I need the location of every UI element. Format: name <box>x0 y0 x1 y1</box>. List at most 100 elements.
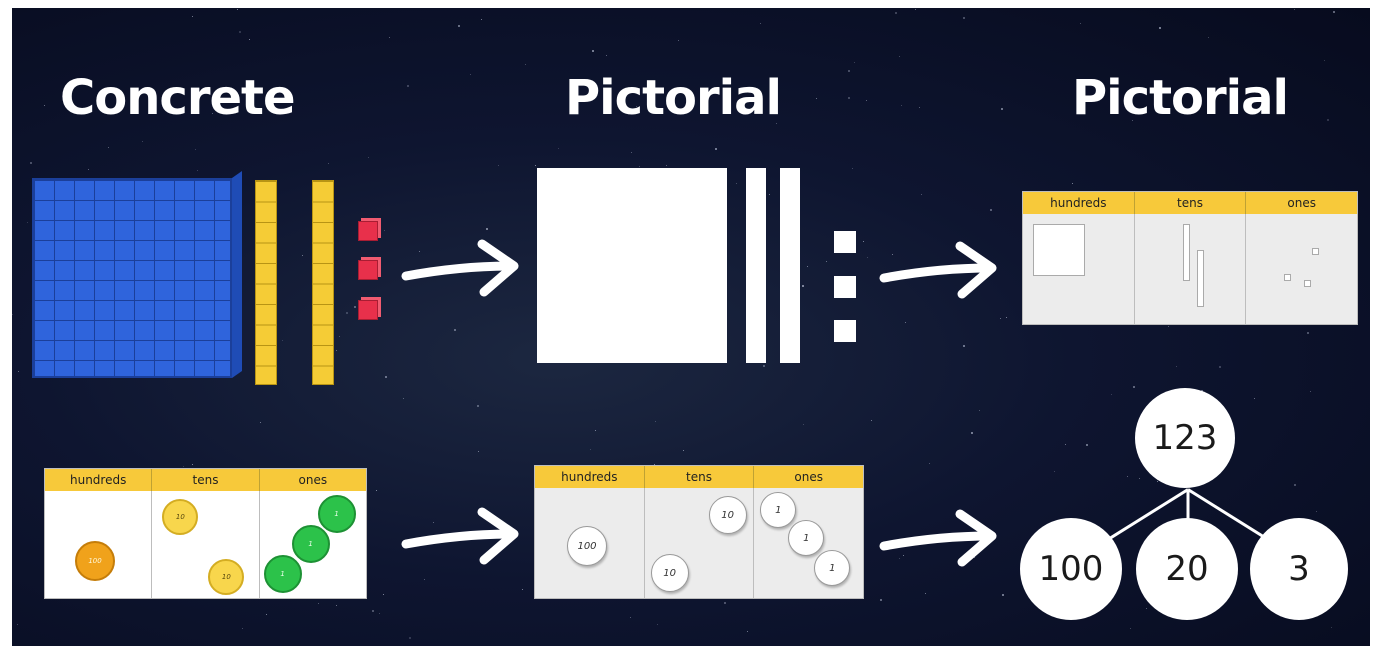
star-dot <box>1065 444 1066 445</box>
star-dot <box>899 558 900 559</box>
cell-tens: 10 10 <box>152 491 260 598</box>
drawn-ten-bar <box>1182 224 1190 281</box>
star-dot <box>763 365 765 367</box>
star-dot <box>848 70 850 72</box>
star-dot <box>30 162 32 164</box>
star-dot <box>1127 476 1128 477</box>
star-dot <box>339 336 340 337</box>
star-dot <box>1307 332 1309 334</box>
star-dot <box>655 421 656 422</box>
star-dot <box>44 105 45 106</box>
star-dot <box>481 19 482 20</box>
star-dot <box>1133 386 1135 388</box>
star-dot <box>905 322 906 323</box>
star-dot <box>477 405 479 407</box>
counter-one: 1 <box>263 555 302 593</box>
arrow-right-icon <box>401 239 519 297</box>
counter-ten: 10 <box>208 559 245 595</box>
heading-pictorial-middle: Pictorial <box>565 70 782 126</box>
star-dot <box>346 312 348 314</box>
column-hundreds: hundreds <box>1023 192 1135 214</box>
star-dot <box>385 376 387 378</box>
pictorial-one-square <box>834 276 856 298</box>
star-dot <box>1254 398 1255 399</box>
star-dot <box>747 631 748 632</box>
counter-one: 1 <box>291 525 330 563</box>
star-dot <box>318 603 319 604</box>
place-value-body: 100 10 10 1 1 1 <box>45 491 366 598</box>
star-dot <box>249 39 250 40</box>
arrow-right-icon <box>879 509 997 567</box>
star-dot <box>1208 37 1209 38</box>
star-dot <box>1079 94 1080 95</box>
star-dot <box>424 579 425 580</box>
star-dot <box>826 261 827 262</box>
place-value-body: 100 10 10 1 1 1 <box>535 488 863 598</box>
one-cube <box>358 300 378 320</box>
star-dot <box>18 371 19 372</box>
star-dot <box>403 398 404 399</box>
star-dot <box>383 594 384 595</box>
one-cube <box>358 221 378 241</box>
star-dot <box>715 148 717 150</box>
star-dot <box>852 168 853 169</box>
arrow-right-icon <box>879 241 997 299</box>
star-dot <box>379 613 380 614</box>
star-dot <box>1054 471 1055 472</box>
column-hundreds: hundreds <box>535 466 645 488</box>
diagram-canvas: Concrete Pictorial Pictorial hundreds te… <box>12 8 1370 646</box>
star-dot <box>974 557 975 558</box>
star-dot <box>535 165 536 166</box>
star-dot <box>654 464 655 465</box>
star-dot <box>1080 23 1081 24</box>
star-dot <box>27 222 28 223</box>
star-dot <box>606 55 607 56</box>
star-dot <box>389 37 390 38</box>
star-dot <box>302 255 303 256</box>
hundred-block-side <box>232 170 242 378</box>
star-dot <box>88 169 89 170</box>
star-dot <box>760 23 761 24</box>
star-dot <box>1130 628 1131 629</box>
star-dot <box>592 50 594 52</box>
one-cube <box>358 260 378 280</box>
star-dot <box>1331 627 1332 628</box>
column-tens: tens <box>645 466 755 488</box>
star-dot <box>1294 484 1296 486</box>
cell-hundreds: 100 <box>45 491 153 598</box>
star-dot <box>1219 366 1221 368</box>
star-dot <box>1086 444 1088 446</box>
pictorial-one-square <box>834 320 856 342</box>
star-dot <box>979 410 980 411</box>
star-dot <box>12 314 13 315</box>
part-circle: 100 <box>1020 518 1122 620</box>
star-dot <box>260 422 261 423</box>
star-dot <box>1001 108 1003 110</box>
cell-ones: 1 1 1 <box>260 491 366 598</box>
star-dot <box>183 466 184 467</box>
star-dot <box>372 610 374 612</box>
star-dot <box>915 9 916 10</box>
drawn-one-square <box>1312 248 1320 255</box>
place-value-header: hundreds tens ones <box>1023 192 1357 214</box>
star-dot <box>328 163 329 164</box>
column-tens: tens <box>152 469 260 491</box>
star-dot <box>590 449 591 450</box>
star-dot <box>419 251 420 252</box>
column-tens: tens <box>1135 192 1247 214</box>
cell-tens <box>1135 214 1247 324</box>
star-dot <box>631 152 632 153</box>
hundred-block-face <box>32 178 232 378</box>
column-hundreds: hundreds <box>45 469 153 491</box>
star-dot <box>577 80 578 81</box>
arrow-right-icon <box>401 507 519 565</box>
star-dot <box>1132 120 1133 121</box>
counter-one: 1 <box>760 492 797 528</box>
star-dot <box>863 241 864 242</box>
star-dot <box>802 285 804 287</box>
star-dot <box>769 194 770 195</box>
star-dot <box>266 614 267 615</box>
pictorial-ten-bar <box>746 168 766 363</box>
star-dot <box>803 424 804 425</box>
star-dot <box>458 25 460 27</box>
